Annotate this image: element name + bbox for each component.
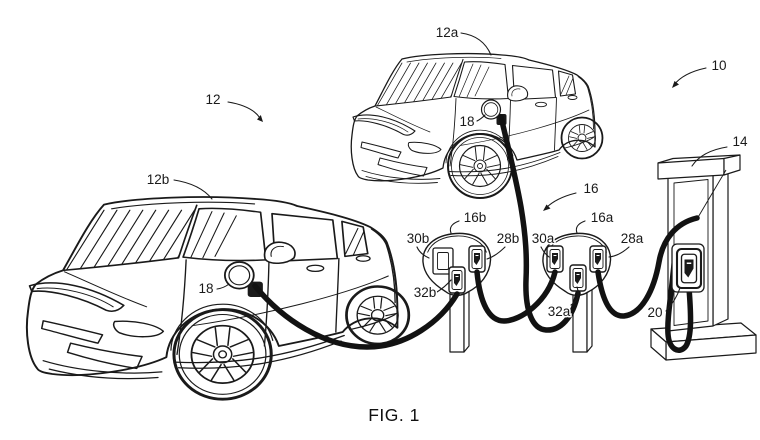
ref-label-14: 14 [732, 134, 748, 149]
figure-caption: FIG. 1 [368, 405, 420, 425]
leader-30a [540, 246, 550, 258]
arrowhead-16 [543, 204, 551, 211]
arrow-16 [545, 192, 577, 209]
leader-16b [449, 220, 460, 234]
ref-label-18-top: 18 [459, 114, 474, 129]
leader-18-top [476, 114, 486, 122]
ref-label-10: 10 [711, 58, 726, 73]
charging-cables [252, 114, 700, 350]
ref-label-16a: 16a [591, 210, 614, 225]
adapter-16a [542, 232, 612, 353]
station-cap [657, 154, 741, 180]
ref-label-30a: 30a [532, 231, 555, 246]
leader-28a [608, 246, 630, 258]
leader-14 [691, 146, 728, 167]
arrowhead-10 [672, 81, 679, 88]
ref-label-16b: 16b [464, 210, 487, 225]
station-internal-cable-line [696, 169, 727, 220]
station-connector-20 [671, 243, 705, 293]
cable-12b-to-32b [252, 283, 460, 350]
ref-label-32a: 32a [548, 304, 571, 319]
arrowhead-12 [257, 115, 263, 122]
receptacle-30a-plug [546, 245, 564, 273]
ref-label-28a: 28a [621, 231, 644, 246]
ref-label-32b: 32b [414, 285, 437, 300]
leader-12b [173, 179, 213, 200]
arrow-12 [227, 101, 261, 119]
leader-28b [486, 246, 506, 260]
receptacle-30b-empty [432, 247, 454, 275]
ref-label-30b: 30b [407, 231, 430, 246]
leader-16a [575, 220, 586, 234]
vehicle-12b-drawing [27, 197, 409, 399]
plug-32a [569, 264, 587, 292]
cable-28b-to-30a [474, 269, 558, 324]
arrow-10 [673, 67, 707, 86]
leader-30b [416, 246, 430, 259]
ref-label-18-front: 18 [198, 281, 213, 296]
leader-32b [436, 279, 452, 293]
cable-12a-to-32a [498, 114, 581, 333]
ref-label-12b: 12b [147, 172, 170, 187]
ref-label-28b: 28b [497, 231, 520, 246]
ref-label-20: 20 [647, 305, 662, 320]
cable-28a-to-station [595, 215, 700, 319]
leader-18-front [216, 283, 230, 290]
arrowheads [257, 81, 679, 211]
leader-32a [570, 286, 579, 306]
reference-labels: 10 12 12a 12b 14 16 16a 16b 18 18 20 28a… [145, 24, 749, 322]
ref-label-12a: 12a [436, 25, 459, 40]
leader-12a [460, 32, 492, 56]
receptacle-28b-plug [468, 245, 486, 273]
receptacle-28a-plug [589, 245, 607, 273]
ref-label-16: 16 [583, 181, 598, 196]
ref-label-12: 12 [205, 92, 220, 107]
vehicle-12a-drawing [351, 54, 602, 198]
adapter-16b [422, 232, 492, 353]
leader-20 [665, 287, 681, 312]
